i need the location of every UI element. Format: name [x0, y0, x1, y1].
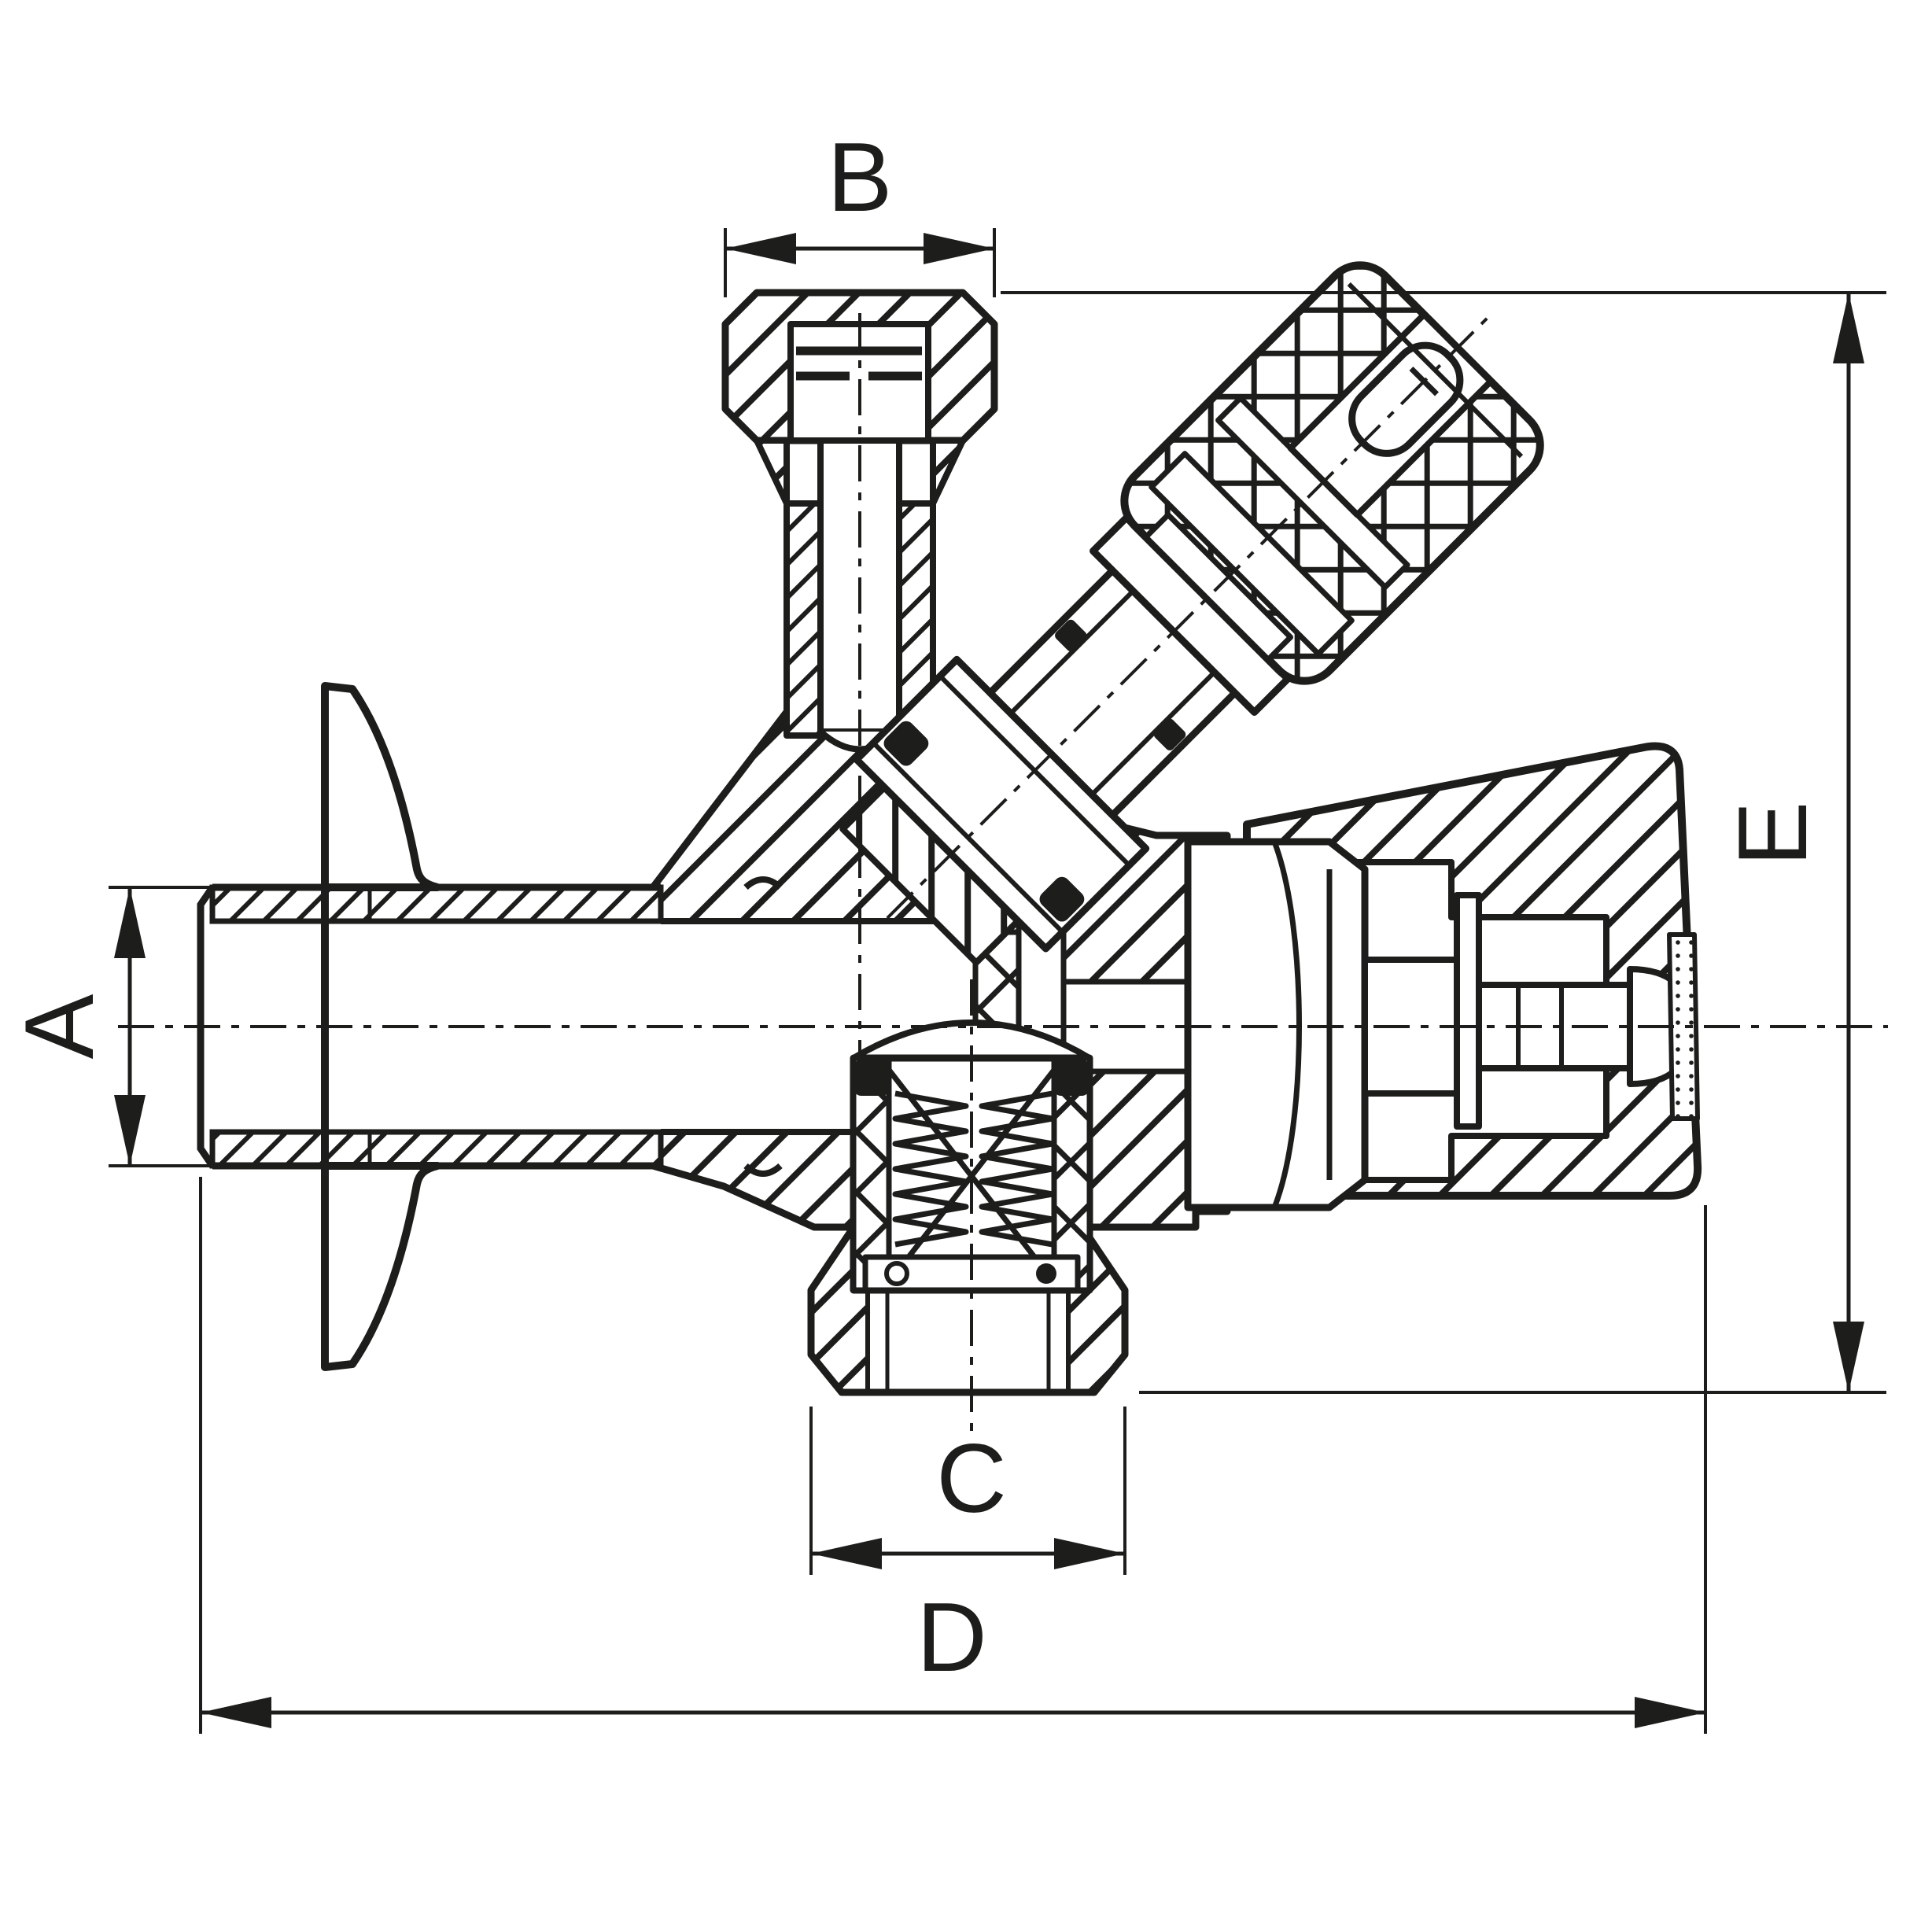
- dim-label-c: C: [936, 1425, 1007, 1533]
- dimension-d: D: [199, 1177, 1707, 1734]
- spring-left: [892, 1090, 969, 1248]
- o-ring-right: [1053, 1060, 1090, 1096]
- dimension-a: A: [6, 886, 228, 1167]
- dim-label-b: B: [828, 124, 893, 232]
- dim-label-d: D: [916, 1584, 987, 1692]
- dim-label-e: E: [1719, 802, 1827, 867]
- dim-label-a: A: [6, 994, 114, 1059]
- centerlines: [118, 313, 1888, 1441]
- dimension-b: B: [724, 124, 996, 297]
- knob-cap-stipple: [1667, 932, 1700, 1121]
- spring-right: [979, 1090, 1056, 1248]
- stem-washer: [1454, 892, 1482, 1130]
- wall-rosette: [321, 682, 441, 1371]
- o-ring-left: [854, 1060, 890, 1096]
- diagonal-quick-coupling: [839, 261, 1544, 966]
- dimension-e: E: [1001, 291, 1886, 1394]
- dimension-c: C: [809, 1407, 1126, 1575]
- dimension-annotations: B A E C: [6, 124, 1886, 1734]
